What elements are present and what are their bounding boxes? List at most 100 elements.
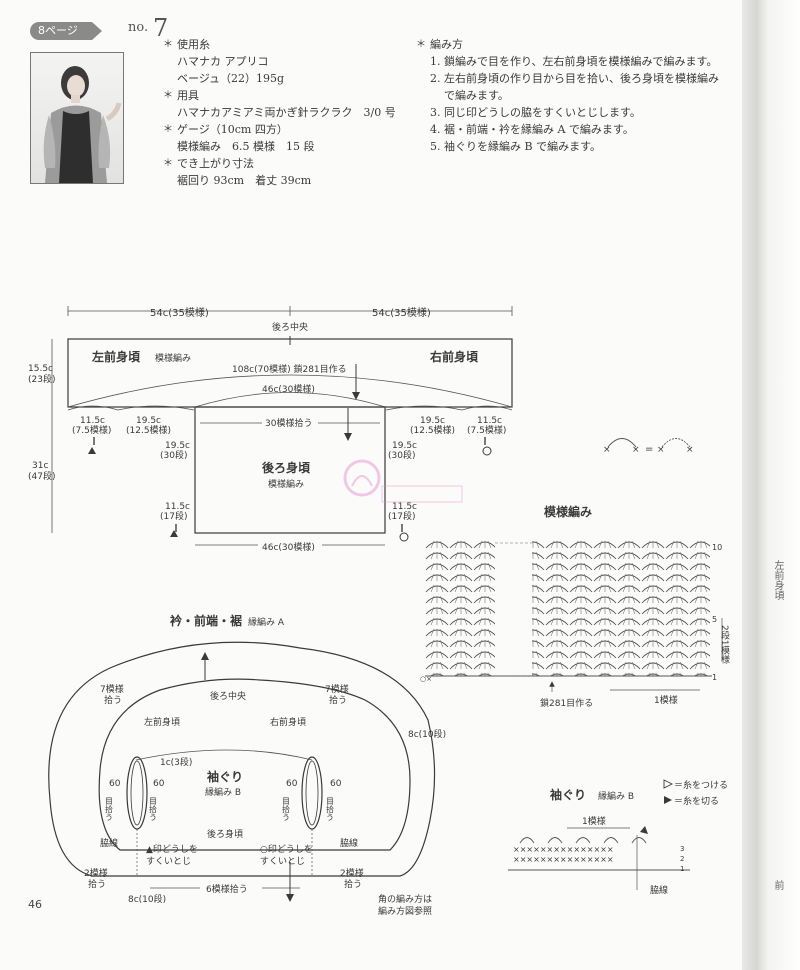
rows-8c-right: 8c(10段) [408, 728, 446, 740]
svg-text:‖: ‖ [483, 436, 487, 445]
left-front-label: 左前身頃 [91, 349, 141, 364]
body-schematic: 54c(35模様) 54c(35模様) 後ろ中央 左前身頃 模様編み 右前身頃 … [28, 306, 513, 553]
armhole-row-2: 2 [680, 855, 684, 863]
side-115-b: (17段) [160, 510, 187, 522]
pick60-right-a: 60 [330, 779, 342, 789]
row-1: 1 [712, 673, 717, 682]
gauge-heading: ゲージ（10cm 四方） [163, 121, 396, 138]
back-width-top: 46c(30模様) [262, 383, 315, 395]
left-195-b: (12.5模様) [126, 424, 171, 436]
height-top-a: 15.5c [28, 364, 53, 374]
pick2-right-b: 拾う [344, 878, 362, 890]
chart-left-block [425, 538, 495, 676]
motif-x1: × [603, 445, 611, 455]
armhole-side-seam: 脇線 [650, 884, 668, 896]
mark-circle-a: ○印どうしを [260, 843, 313, 855]
legend-cut: ＝糸を切る [674, 795, 719, 807]
pick60-left-inner-a: 60 [153, 779, 165, 789]
yarn-line-1: ハマナカ アプリコ [177, 55, 269, 68]
top-right-width: 54c(35模様) [372, 306, 431, 319]
pick60-left-b: 目拾う [105, 797, 114, 821]
svg-text:‖: ‖ [400, 523, 404, 532]
pick7-left-b: 拾う [104, 694, 122, 706]
cut-yarn-icon [664, 796, 672, 804]
step-3: 3. 同じ印どうしの脇をすくいとじします。 [430, 106, 641, 119]
edging-title: 衿・前端・裾 [170, 613, 242, 628]
page-ref: 8ページ [30, 22, 92, 40]
back-body-label: 後ろ身頃 [262, 460, 311, 475]
book-spine-shadow [742, 0, 800, 970]
svg-text:○×: ○× [420, 675, 432, 683]
side-seam-right: 脇線 [340, 837, 358, 849]
pick60-left-a: 60 [109, 779, 121, 789]
edging-diagram: 衿・前端・裾 縁編み A 後ろ中央 7模様 拾う 7模様 拾う 左前身頃 右前身… [48, 613, 446, 917]
armhole-label: 袖ぐり [207, 769, 243, 784]
repeat-rows: 2段1模様 [719, 625, 730, 663]
mark-circle-b: すくいとじ [260, 856, 305, 867]
spine-text-2: 前 [772, 880, 783, 890]
svg-text:‖: ‖ [174, 523, 178, 532]
left-115-a: 11.5c [80, 416, 105, 426]
model-photo-drawing [43, 66, 122, 183]
right-armhole-ring [301, 756, 323, 830]
diagrams: 54c(35模様) 54c(35模様) 後ろ中央 左前身頃 模様編み 右前身頃 … [28, 306, 730, 917]
svg-text:‖: ‖ [92, 436, 96, 445]
right-115-a: 11.5c [477, 416, 502, 426]
side-195-b: (30段) [160, 449, 187, 461]
svg-text:×: × [686, 445, 694, 455]
instructions-block: 編み方 1. 鎖編みで目を作り、左右前身頃を模様編みで編みます。 2. 左右前身… [416, 36, 719, 155]
height-total-a: 31c [32, 461, 48, 471]
left-115-b: (7.5模様) [72, 424, 111, 436]
motif-eq: = [645, 444, 653, 455]
left-armhole-ring [126, 756, 148, 830]
side-seam-left: 脇線 [100, 837, 118, 849]
gauge-line: 模様編み 6.5 模様 15 段 [177, 140, 315, 153]
motif-x2: × [657, 445, 665, 455]
step-5: 5. 袖ぐりを縁編み B で編みます。 [430, 140, 601, 153]
edging-right-front: 右前身頃 [270, 716, 306, 728]
chart-title: 模様編み [544, 504, 592, 519]
pick7-left-a: 7模様 [100, 683, 124, 695]
mark-tri-b: すくいとじ [146, 856, 191, 867]
pattern-label-2: 模様編み [268, 478, 304, 490]
chain-start-label: 108c(70模様) 鎖281目作る [232, 363, 347, 375]
side-195-a: 19.5c [165, 441, 190, 451]
pick60-right-b: 目拾う [326, 797, 335, 821]
yarn-line-2: ベージュ（22）195g [177, 72, 285, 85]
left-195-a: 19.5c [136, 416, 161, 426]
tool-heading: 用具 [163, 87, 396, 104]
stitch-chart: 模様編み 10 5 1 ○× 2段1模様 鎖281目作る 1模様 [420, 504, 730, 709]
circle-mark-icon [482, 446, 492, 456]
back-center-label: 後ろ中央 [272, 321, 308, 333]
corner-note-b: 編み方図参照 [378, 905, 432, 917]
model-photo [30, 52, 124, 184]
size-heading: でき上がり寸法 [163, 155, 396, 172]
step-2b: で編みます。 [444, 89, 509, 102]
pick60-left-inner-b: 目拾う [149, 797, 158, 821]
pick2-left-b: 拾う [88, 878, 106, 890]
triangle-mark-icon [88, 447, 96, 454]
pick-30-label: 30模様拾う [265, 417, 312, 429]
corner-note-a: 角の編み方は [378, 893, 432, 905]
rows-8c-left: 8c(10段) [128, 893, 166, 905]
armhole-edging-b: 縁編み B [598, 790, 634, 802]
circle-mark-icon-2 [399, 532, 409, 542]
side-195-b-right: (30段) [388, 449, 415, 461]
size-line: 裾回り 93cm 着丈 39cm [177, 174, 312, 187]
step-2a: 2. 左右前身頃の作り目から目を拾い、後ろ身頃を模様編み [430, 72, 719, 85]
outer-edging-outline [48, 641, 436, 877]
inner-body-outline [98, 678, 411, 851]
height-top-b: (23段) [28, 373, 55, 385]
page-number: 46 [28, 898, 42, 911]
armhole-chart: 袖ぐり 縁編み B ＝糸をつける ＝糸を切る 1模様 ×××××××××××××… [508, 779, 728, 896]
materials-block: 使用糸 ハマナカ アプリコ ベージュ（22）195g 用具 ハマナカアミアミ両か… [163, 36, 396, 189]
edging-back-center: 後ろ中央 [210, 690, 246, 702]
armhole-rows: 1c(3段) [160, 756, 192, 768]
armhole-row-1: 1 [680, 865, 684, 873]
back-width-bottom: 46c(30模様) [262, 541, 315, 553]
triangle-mark-icon-2 [170, 530, 178, 537]
pick60-right-inner-b: 目拾う [282, 797, 291, 821]
yarn-heading: 使用糸 [163, 36, 396, 53]
right-195-a: 19.5c [420, 416, 445, 426]
